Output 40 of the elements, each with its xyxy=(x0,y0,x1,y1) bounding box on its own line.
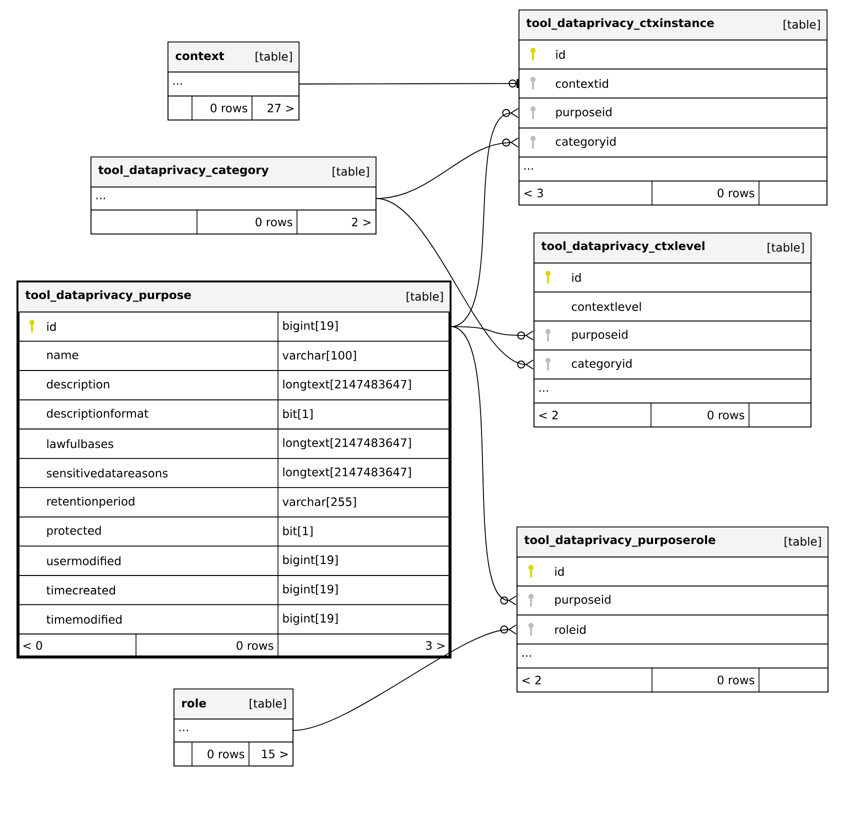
relationship-line xyxy=(450,326,517,606)
table-row: id xyxy=(516,556,828,586)
table-row: descriptionformat bit[1] xyxy=(18,399,450,430)
table-row: sensitivedatareasons longtext[2147483647] xyxy=(18,458,450,488)
table-row: timemodified bigint[19] xyxy=(18,604,450,634)
table-row: lawfulbases longtext[2147483647] xyxy=(18,428,450,459)
table-row: id xyxy=(518,40,828,70)
table-row: purposeid xyxy=(518,98,828,128)
table-row: ... xyxy=(534,378,812,404)
table-footer: 0 rows 27 > xyxy=(168,96,300,120)
table-row: purposeid xyxy=(516,586,828,616)
table-row: contextlevel xyxy=(534,292,812,322)
table-row: timecreated bigint[19] xyxy=(18,575,450,606)
table-footer: < 2 0 rows xyxy=(516,668,828,692)
table-row: id xyxy=(534,262,812,292)
table-row: protected bit[1] xyxy=(18,516,450,547)
table-row: contextid xyxy=(518,68,828,98)
relationship-line xyxy=(450,326,534,340)
table-row: categoryid xyxy=(534,350,812,380)
table-footer: < 2 0 rows xyxy=(534,402,812,428)
table-row: ... xyxy=(90,186,376,210)
relationship-line xyxy=(376,198,534,370)
relationship-line xyxy=(292,624,517,731)
table-footer: 0 rows 15 > xyxy=(174,742,294,766)
table-footer: 0 rows 2 > xyxy=(90,210,376,234)
table-row: ... xyxy=(174,718,294,742)
table-row: roleid xyxy=(516,614,828,644)
relationship-line xyxy=(298,79,519,88)
table-row: name varchar[100] xyxy=(18,340,450,371)
table-footer: < 3 0 rows xyxy=(518,180,828,206)
table-row: usermodified bigint[19] xyxy=(18,546,450,576)
table-row: ... xyxy=(518,156,828,182)
table-row: ... xyxy=(168,72,300,96)
table-row: description longtext[2147483647] xyxy=(18,370,450,400)
table-row: ... xyxy=(516,644,828,668)
table-row: retentionperiod varchar[255] xyxy=(18,487,450,518)
table-row: purposeid xyxy=(534,320,812,350)
table-footer: < 0 0 rows 3 > xyxy=(18,634,450,658)
table-row: categoryid xyxy=(518,128,828,158)
table-row: id bigint[19] xyxy=(18,312,450,342)
